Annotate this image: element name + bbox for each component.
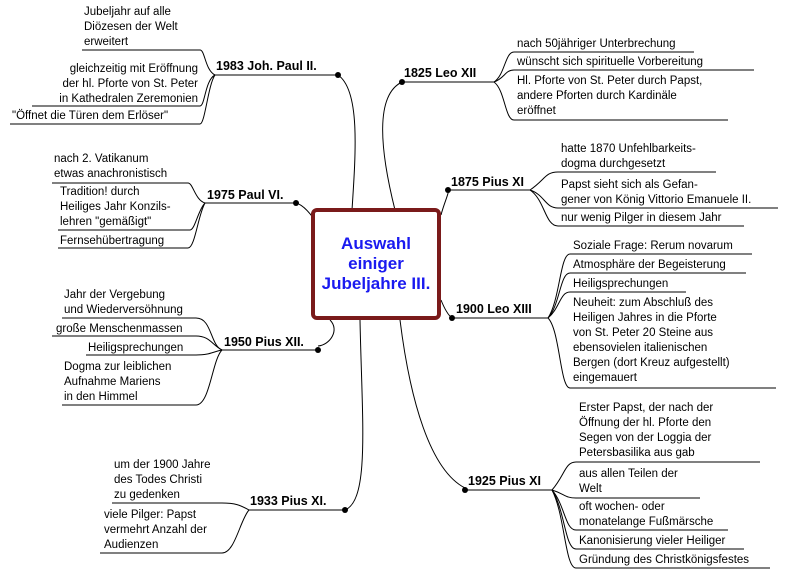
central-topic[interactable]: Auswahl einiger Jubeljahre III. bbox=[311, 208, 441, 320]
branch-1950-label[interactable]: 1950 Pius XII. bbox=[224, 335, 304, 349]
branch-1875-label[interactable]: 1875 Pius XI bbox=[451, 175, 524, 189]
branch-1983-label[interactable]: 1983 Joh. Paul II. bbox=[216, 59, 317, 73]
branch-1925-item: Gründung des Christkönigsfestes bbox=[579, 554, 750, 566]
central-topic-title: Auswahl einiger Jubeljahre III. bbox=[321, 234, 431, 293]
branch-1825-item: nach 50jähriger Unterbrechung bbox=[517, 38, 676, 50]
node-dot-1950 bbox=[315, 347, 321, 353]
branch-1925-item: aus allen Teilen der Welt bbox=[579, 468, 678, 495]
node-dot-1825 bbox=[399, 79, 405, 85]
branch-1875-item: nur wenig Pilger in diesem Jahr bbox=[561, 212, 722, 224]
branch-1975-item: Tradition! durch Heiliges Jahr Konzils- … bbox=[60, 186, 171, 228]
branch-1933-item: viele Pilger: Papst vermehrt Anzahl der … bbox=[104, 509, 207, 551]
branch-1950-item: große Menschenmassen bbox=[56, 323, 183, 335]
branch-1933-item: um der 1900 Jahre des Todes Christi zu g… bbox=[114, 459, 211, 501]
connector-1983 bbox=[337, 74, 356, 211]
branch-1950-item: Jahr der Vergebung und Wiederversöhnung bbox=[64, 289, 183, 316]
node-dot-1983 bbox=[335, 72, 341, 78]
connector-1900 bbox=[440, 299, 453, 319]
branch-1925-item: Kanonisierung vieler Heiliger bbox=[579, 535, 726, 547]
branch-1933-label[interactable]: 1933 Pius XI. bbox=[250, 494, 327, 508]
branch-1900-item: Soziale Frage: Rerum novarum bbox=[573, 240, 733, 252]
connector-1825 bbox=[382, 81, 403, 211]
branch-1825-label[interactable]: 1825 Leo XII bbox=[404, 66, 477, 80]
branch-1900-item: Heiligsprechungen bbox=[573, 278, 669, 290]
branch-1875-item: Papst sieht sich als Gefan- gener von Kö… bbox=[561, 179, 752, 206]
connector-1950 bbox=[317, 319, 335, 347]
node-dot-1925 bbox=[462, 487, 468, 493]
branch-1983-item: Jubeljahr auf alle Diözesen der Welt erw… bbox=[84, 6, 178, 48]
node-dot-1875 bbox=[445, 187, 451, 193]
branch-1983-item: "Öffnet die Türen dem Erlöser" bbox=[12, 110, 169, 122]
branch-1825-item: wünscht sich spirituelle Vorbereitung bbox=[517, 56, 704, 68]
connector-1933 bbox=[344, 319, 364, 511]
branch-1925-item: oft wochen- oder monatelange Fußmärsche bbox=[579, 501, 714, 528]
connector-1925 bbox=[399, 319, 466, 489]
branch-1900-item: Atmosphäre der Begeisterung bbox=[573, 259, 726, 271]
branch-1900-item: Neuheit: zum Abschluß des Heiligen Jahre… bbox=[573, 297, 730, 384]
node-dot-1900 bbox=[449, 315, 455, 321]
branch-1900-label[interactable]: 1900 Leo XIII bbox=[456, 302, 532, 316]
branch-1975-item: Fernsehübertragung bbox=[60, 235, 165, 247]
node-dot-1975 bbox=[293, 200, 299, 206]
branch-1975-item: nach 2. Vatikanum etwas anachronistisch bbox=[54, 153, 168, 180]
branch-1983-item: gleichzeitig mit Eröffnung der hl. Pfort… bbox=[59, 63, 198, 105]
branch-1925-label[interactable]: 1925 Pius XI bbox=[468, 474, 541, 488]
branch-1925-item: Erster Papst, der nach der Öffnung der h… bbox=[579, 402, 714, 459]
branch-1950-item: Dogma zur leiblichen Aufnahme Mariens in… bbox=[64, 361, 172, 403]
branch-1975-label[interactable]: 1975 Paul VI. bbox=[207, 188, 284, 202]
branch-1825-item: Hl. Pforte von St. Peter durch Papst, an… bbox=[517, 75, 703, 117]
node-dot-1933 bbox=[342, 507, 348, 513]
branch-1875-item: hatte 1870 Unfehlbarkeits- dogma durchge… bbox=[561, 143, 696, 170]
branch-1950-item: Heiligsprechungen bbox=[88, 342, 184, 354]
